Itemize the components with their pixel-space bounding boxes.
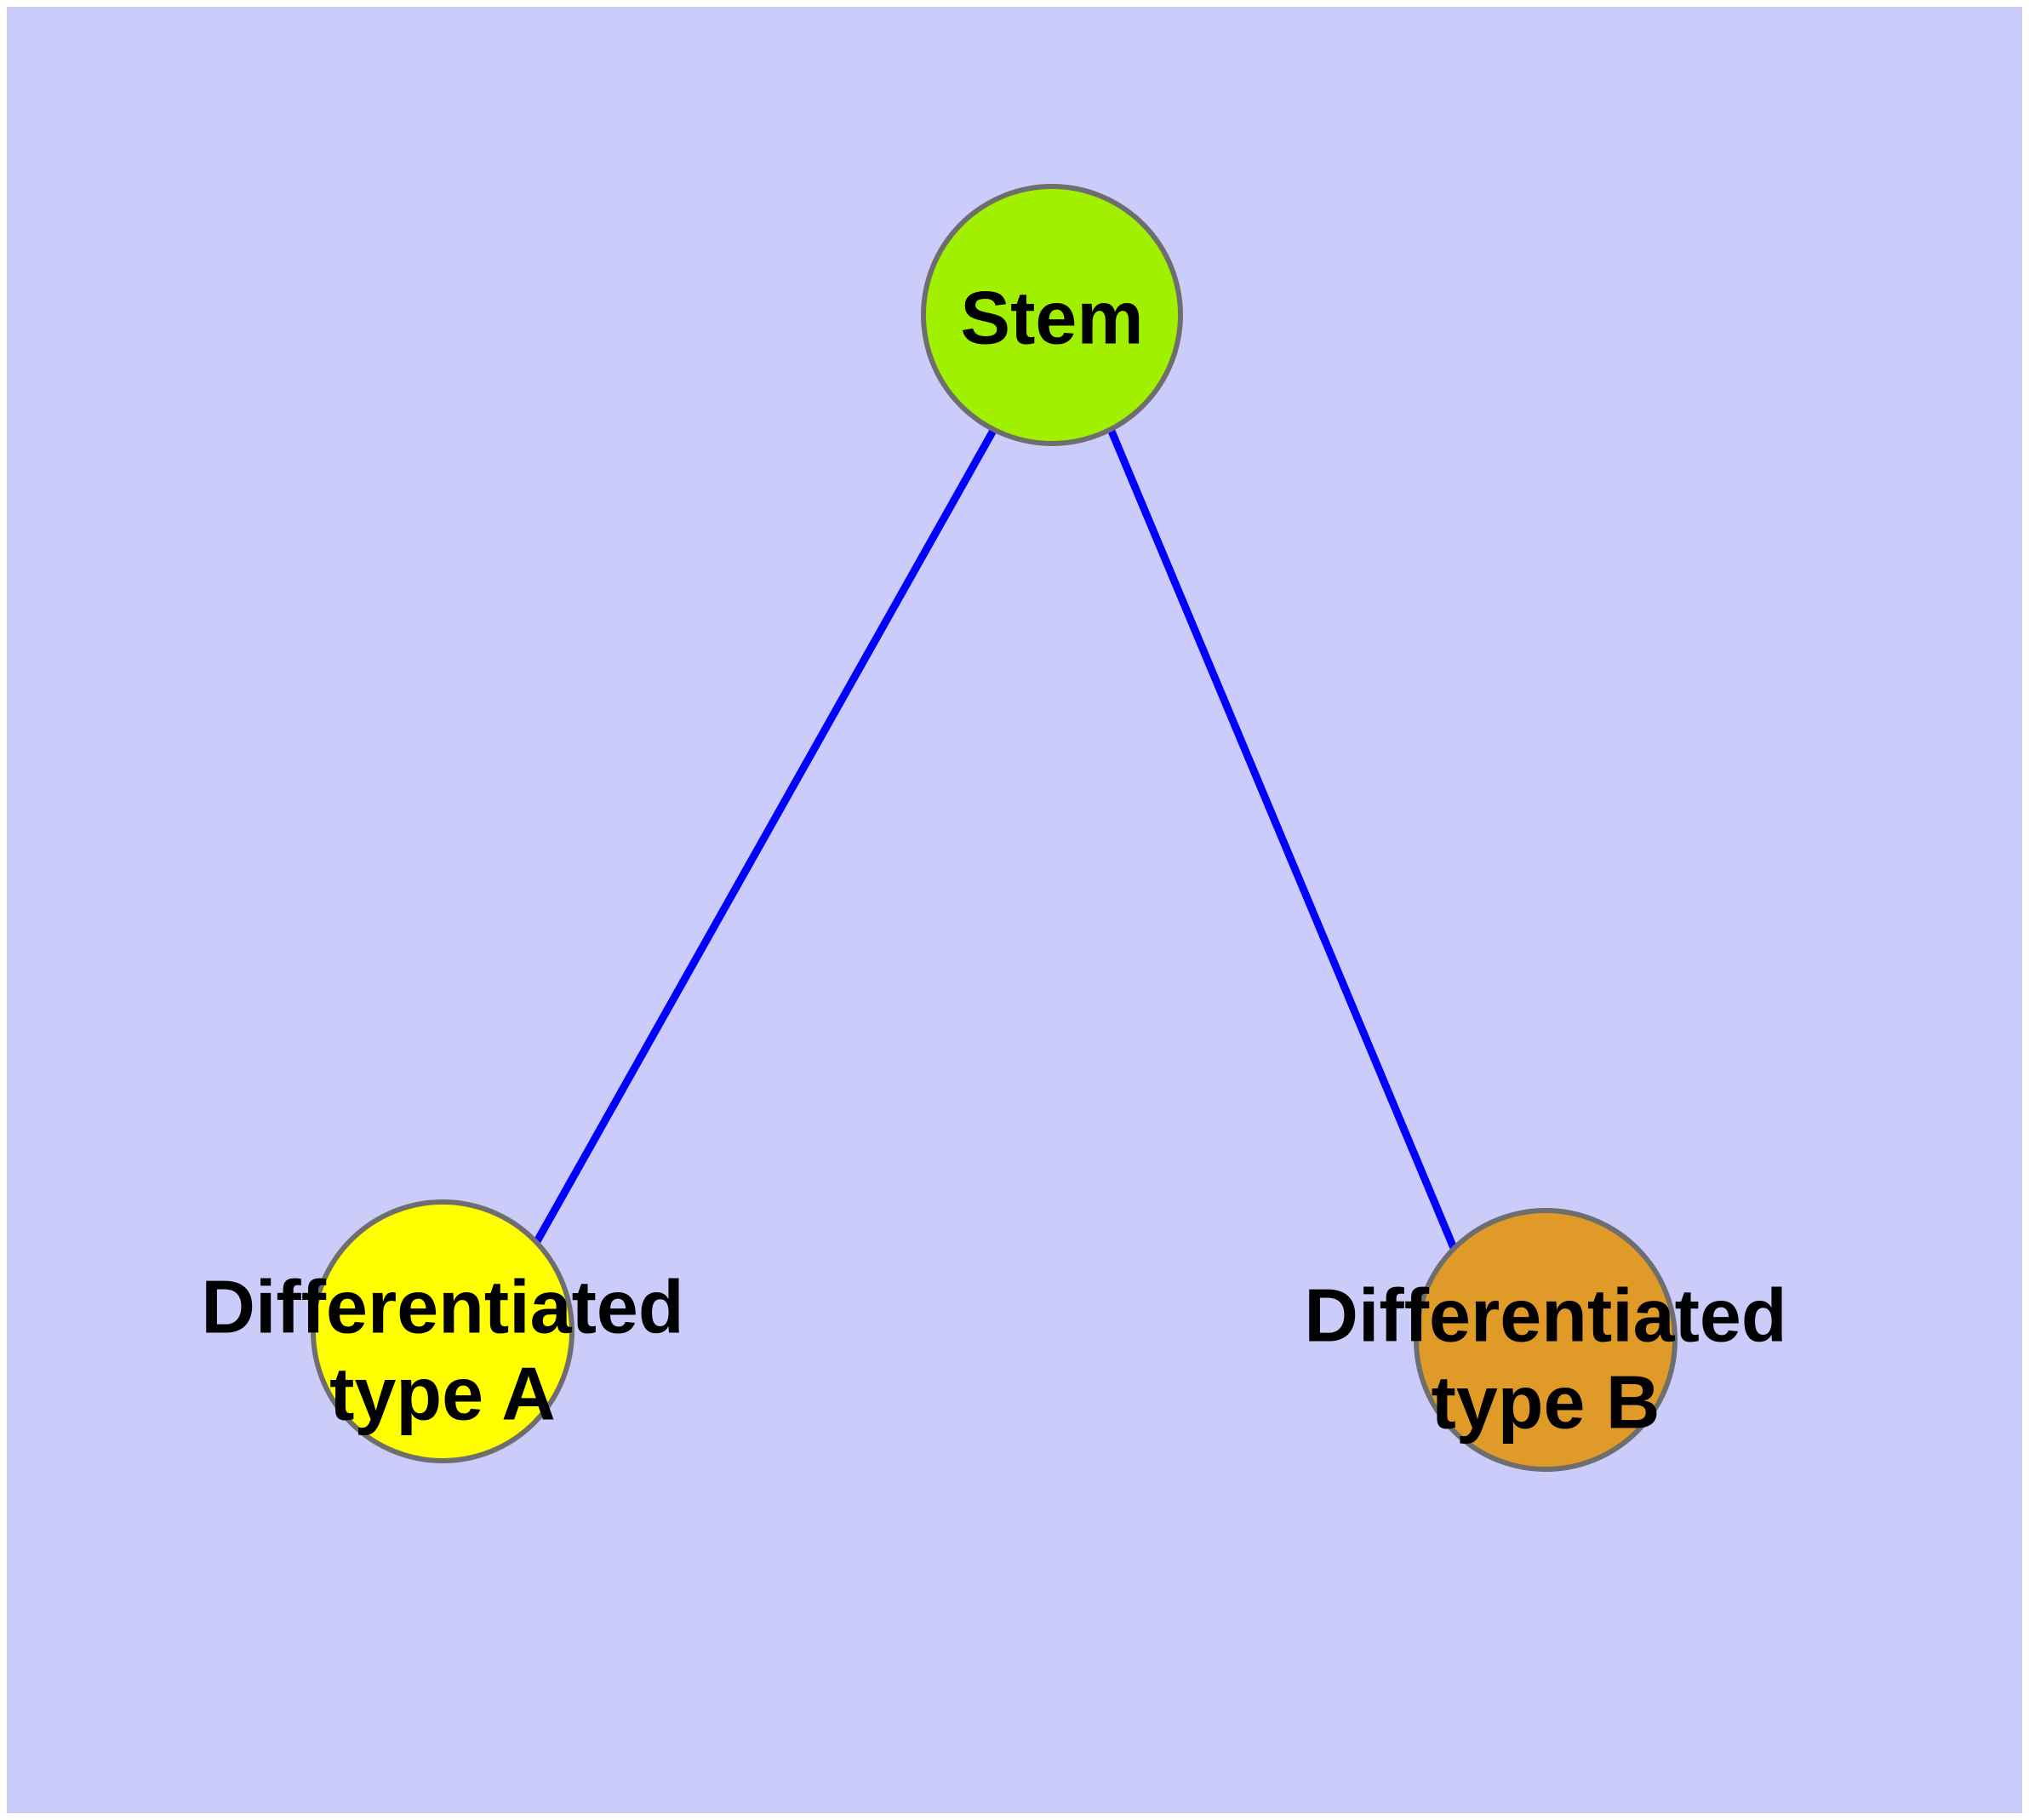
node-differentiated-type-b[interactable]: Differentiated type B: [1304, 1208, 1787, 1472]
node-stem-label: Stem: [960, 275, 1143, 359]
node-differentiated-type-a-label-line1: Differentiated: [201, 1264, 683, 1348]
node-stem[interactable]: Stem: [921, 184, 1183, 446]
node-layer: Stem Differentiated type A Differentiate…: [201, 184, 1787, 1472]
edge-stem-to-differentiated-type-b[interactable]: [1106, 427, 1458, 1250]
diagram-plot-area: Stem Differentiated type A Differentiate…: [7, 7, 2022, 1813]
node-differentiated-type-b-label-line1: Differentiated: [1304, 1273, 1786, 1357]
node-differentiated-type-b-label-line2: type B: [1432, 1359, 1660, 1444]
edge-layer: [533, 426, 1458, 1250]
node-differentiated-type-a[interactable]: Differentiated type A: [201, 1199, 684, 1463]
graph-svg: Stem Differentiated type A Differentiate…: [201, 184, 1787, 1472]
node-stem-circle[interactable]: [921, 184, 1183, 446]
edge-stem-to-differentiated-type-a[interactable]: [533, 426, 997, 1245]
node-differentiated-type-a-label-line2: type A: [329, 1351, 556, 1435]
node-differentiated-type-b-circle[interactable]: [1414, 1208, 1677, 1472]
node-differentiated-type-a-circle[interactable]: [311, 1199, 574, 1463]
